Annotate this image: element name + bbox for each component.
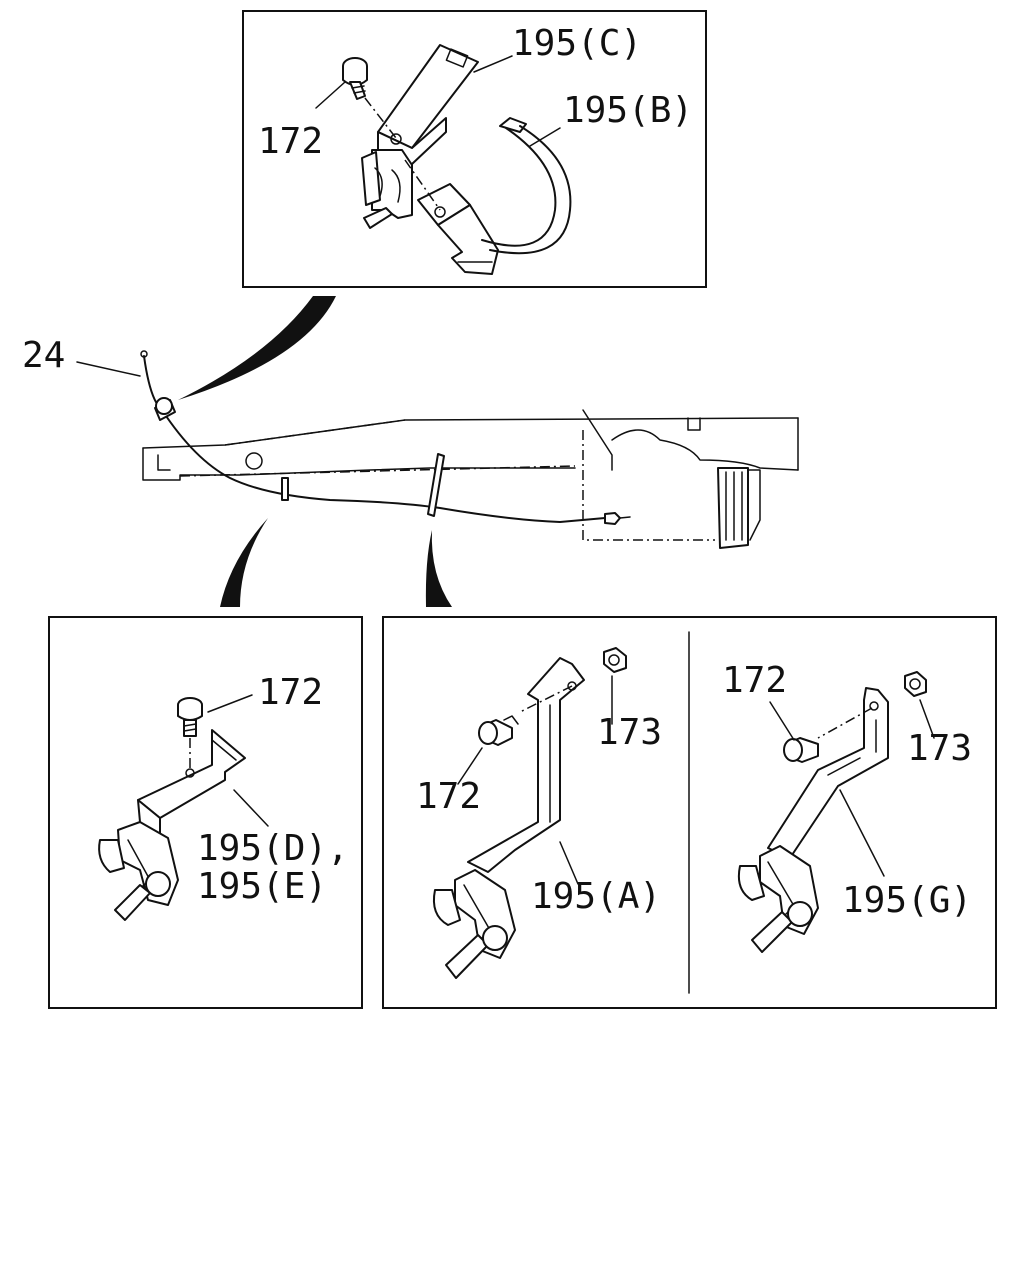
- leader-195a: [559, 841, 579, 885]
- detail-box-right: 173 172 195(A) 173 172 195(G): [382, 616, 997, 1009]
- callout-172-top: 172: [258, 121, 323, 162]
- leader-195de: [233, 789, 269, 827]
- detail-box-left: 172 195(D), 195(E): [48, 616, 363, 1009]
- clip-195c: [361, 149, 413, 229]
- detail-box-top: 195(C) 195(B) 172: [242, 10, 707, 288]
- bolt-172-left: [177, 697, 203, 772]
- callout-24: 24: [22, 335, 65, 376]
- callout-195c: 195(C): [512, 23, 642, 64]
- leader-172-a: [457, 747, 483, 785]
- leader-24: [76, 361, 141, 377]
- pointer-wedge-top: [178, 296, 336, 400]
- leader-195c: [473, 55, 513, 73]
- callout-195g: 195(G): [842, 880, 972, 921]
- callout-195de-line1: 195(D),: [197, 828, 349, 869]
- leader-195g: [839, 789, 885, 877]
- panel-195a: [432, 647, 627, 979]
- pointer-wedge-left: [220, 518, 268, 607]
- cable-24: [140, 350, 631, 525]
- detail-frame-left: [48, 616, 363, 1009]
- callout-195a: 195(A): [531, 876, 661, 917]
- frame-rail: [142, 409, 799, 549]
- callout-195b: 195(B): [563, 90, 693, 131]
- panel-195g: [737, 671, 927, 953]
- pointer-wedge-right: [425, 530, 452, 607]
- leader-172-left: [207, 694, 253, 713]
- callout-172-a: 172: [416, 776, 481, 817]
- callout-173-a: 173: [597, 712, 662, 753]
- leader-172-g: [769, 701, 795, 741]
- leader-195b: [529, 127, 561, 147]
- callout-173-g: 173: [907, 728, 972, 769]
- callout-195de-line2: 195(E): [197, 866, 327, 907]
- callout-172-left: 172: [258, 672, 323, 713]
- clip-195de: [98, 821, 179, 921]
- plate-lower: [404, 159, 499, 275]
- bolt-172-top: [342, 57, 397, 139]
- strap-195b: [481, 117, 572, 255]
- main-assembly: 24: [22, 335, 799, 549]
- leader-173-g: [919, 699, 935, 739]
- callout-172-g: 172: [722, 660, 787, 701]
- leader-172-top: [315, 81, 346, 109]
